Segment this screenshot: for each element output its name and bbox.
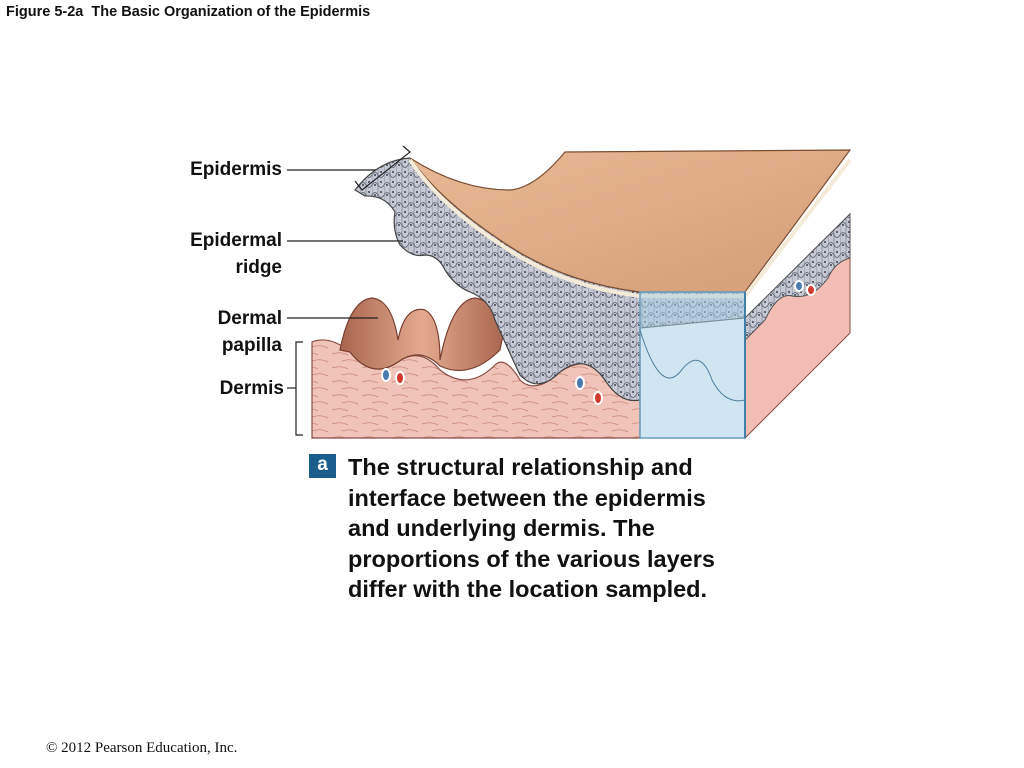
caption-line: proportions of the various layers — [348, 545, 715, 572]
caption-line: interface between the epidermis — [348, 484, 706, 511]
blood-vessel-blue-3 — [794, 280, 804, 292]
caption-line: differ with the location sampled. — [348, 576, 708, 602]
figure-caption: The structural relationship and interfac… — [348, 452, 768, 605]
blood-vessel-red-3 — [806, 284, 816, 296]
dermal-papilla-shape — [339, 297, 506, 372]
blood-vessel-blue-2 — [575, 376, 585, 390]
panel-letter-badge: a — [309, 454, 336, 478]
epidermis-label: Epidermis — [190, 159, 282, 180]
blood-vessel-red-1 — [395, 371, 405, 385]
blood-vessel-red-2 — [593, 391, 603, 405]
cutaway-box — [639, 291, 746, 439]
dermal-papilla-label: Dermal papilla — [217, 308, 282, 356]
epidermis-bracket — [354, 145, 411, 191]
dermis-bracket — [295, 341, 303, 436]
figure-title: Figure 5-2a The Basic Organization of th… — [6, 4, 371, 20]
stratum-corneum-edge — [408, 158, 852, 298]
copyright-notice: © 2012 Pearson Education, Inc. — [46, 740, 238, 756]
caption-line: and underlying dermis. The — [348, 515, 655, 541]
epidermal-ridge-label: Epidermal ridge — [190, 230, 282, 278]
dermis-label: Dermis — [219, 378, 284, 399]
blood-vessel-blue-1 — [381, 368, 391, 382]
cutaway-ridge — [639, 329, 746, 402]
caption-line: The structural relationship and — [348, 454, 693, 480]
